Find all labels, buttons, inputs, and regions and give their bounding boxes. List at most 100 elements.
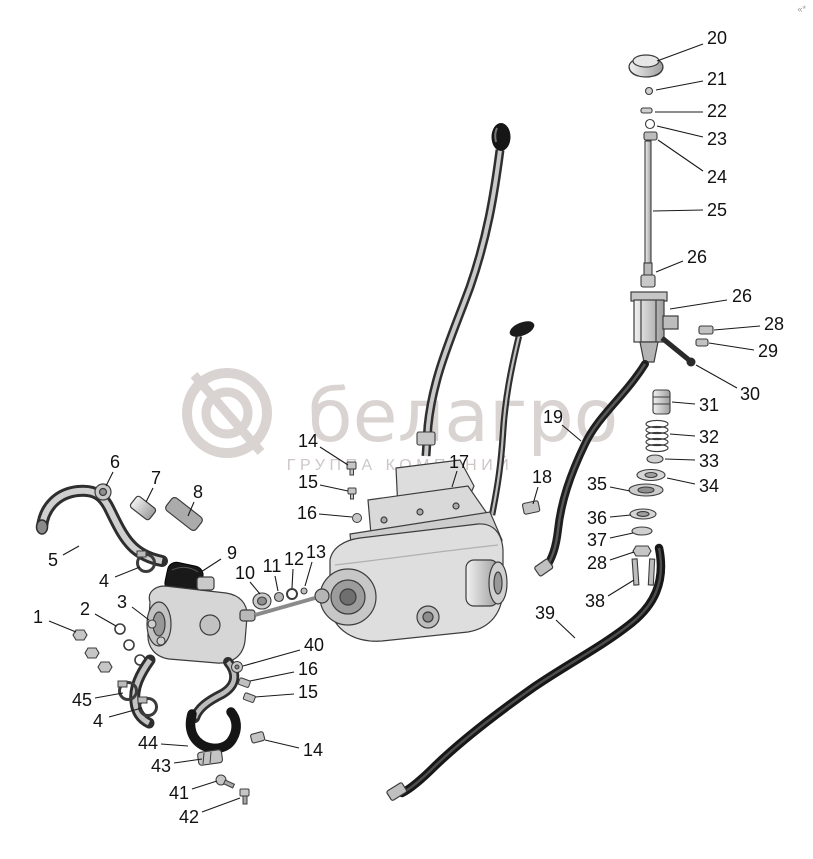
leader-35: [609, 486, 631, 492]
watermark-logo: [182, 368, 272, 458]
part-label-37: 37: [587, 530, 607, 550]
part-label-13: 13: [306, 542, 326, 562]
leader-15a: [319, 484, 349, 492]
leader-7: [145, 487, 154, 503]
leader-37: [609, 532, 634, 539]
breather-rod: [640, 140, 656, 288]
part-label-3: 3: [117, 592, 127, 612]
part-label-30: 30: [740, 384, 760, 404]
clamp-4a: [136, 550, 156, 573]
leader-42: [201, 797, 241, 813]
part-label-39: 39: [535, 603, 555, 623]
part-label-25: 25: [707, 200, 727, 220]
leader-34: [666, 477, 696, 485]
part-label-21: 21: [707, 69, 727, 89]
leader-15b: [254, 693, 295, 698]
leader-17: [451, 470, 458, 488]
labels-layer: 2021222324252626282930313233343536372838…: [33, 28, 784, 827]
bolt-41: [215, 774, 236, 789]
side-lever-knob: [509, 321, 535, 337]
small-plugs-mid: [346, 461, 362, 523]
elbow-pipe-gray: [190, 657, 240, 723]
control-valve: [630, 291, 679, 363]
valve-fittings-28-29: [695, 325, 714, 347]
leader-26a: [655, 260, 684, 273]
leader-20: [656, 43, 704, 62]
leader-6: [105, 471, 114, 487]
part-label-28b: 28: [587, 553, 607, 573]
part-label-45: 45: [72, 690, 92, 710]
leader-10: [249, 581, 261, 595]
leader-33: [664, 458, 696, 461]
part-label-8: 8: [193, 482, 203, 502]
leader-41: [191, 780, 218, 790]
leader-13: [304, 561, 313, 587]
part-label-36: 36: [587, 508, 607, 528]
leader-45: [94, 692, 124, 699]
part-label-40: 40: [304, 635, 324, 655]
part-label-41: 41: [169, 783, 189, 803]
part-label-4b: 4: [93, 711, 103, 731]
leader-29: [708, 342, 755, 351]
leader-11: [274, 575, 279, 592]
part-label-34: 34: [699, 476, 719, 496]
part-label-38: 38: [585, 591, 605, 611]
part-label-43: 43: [151, 756, 171, 776]
leader-19: [561, 424, 582, 442]
hose-fitting-6: [94, 483, 112, 501]
leader-12: [291, 568, 294, 589]
leader-28b: [609, 551, 635, 561]
leader-26b: [669, 299, 728, 310]
part-label-35: 35: [587, 474, 607, 494]
leader-44: [160, 743, 189, 747]
part-label-28a: 28: [764, 314, 784, 334]
clamp-45: [117, 680, 138, 701]
valve-spring-parts: [628, 389, 671, 586]
leader-5: [62, 545, 80, 556]
leader-32: [669, 433, 696, 437]
part-label-31: 31: [699, 395, 719, 415]
part-label-6: 6: [110, 452, 120, 472]
part-label-2: 2: [80, 599, 90, 619]
leader-2: [94, 613, 117, 627]
part-label-20: 20: [707, 28, 727, 48]
sleeve-8: [165, 497, 203, 531]
inlet-small-parts: [252, 587, 308, 610]
leader-25: [652, 209, 704, 212]
part-label-11: 11: [263, 556, 282, 576]
part-label-22: 22: [707, 101, 727, 121]
leader-28a: [713, 325, 761, 331]
studs-38: [631, 558, 656, 586]
part-label-15a: 15: [298, 472, 318, 492]
part-label-7: 7: [151, 468, 161, 488]
part-label-9: 9: [227, 543, 237, 563]
valve-lever-30: [660, 336, 696, 367]
leader-43: [173, 758, 203, 764]
elbow-hose-44: [185, 707, 241, 754]
gearbox: [314, 459, 508, 642]
part-label-14a: 14: [298, 431, 318, 451]
leader-23: [656, 125, 704, 138]
part-label-44: 44: [138, 733, 158, 753]
leader-36: [609, 514, 632, 518]
bolt-42: [239, 788, 250, 805]
spring-32: [645, 419, 669, 453]
part-label-42: 42: [179, 807, 199, 827]
part-label-15b: 15: [298, 682, 318, 702]
pump-body: [146, 576, 316, 664]
leader-16a: [318, 513, 353, 518]
leader-21: [655, 80, 704, 91]
inlet-boss: [314, 588, 330, 604]
part-label-29: 29: [758, 341, 778, 361]
part-label-16b: 16: [298, 659, 318, 679]
leader-24: [657, 139, 704, 172]
part-label-24: 24: [707, 167, 727, 187]
part-label-18: 18: [532, 467, 552, 487]
hose-39: [386, 543, 666, 801]
part-label-19: 19: [543, 407, 563, 427]
hose-19: [534, 360, 649, 577]
leader-40: [242, 649, 301, 667]
leader-8: [187, 501, 195, 517]
leader-4a: [114, 566, 141, 578]
